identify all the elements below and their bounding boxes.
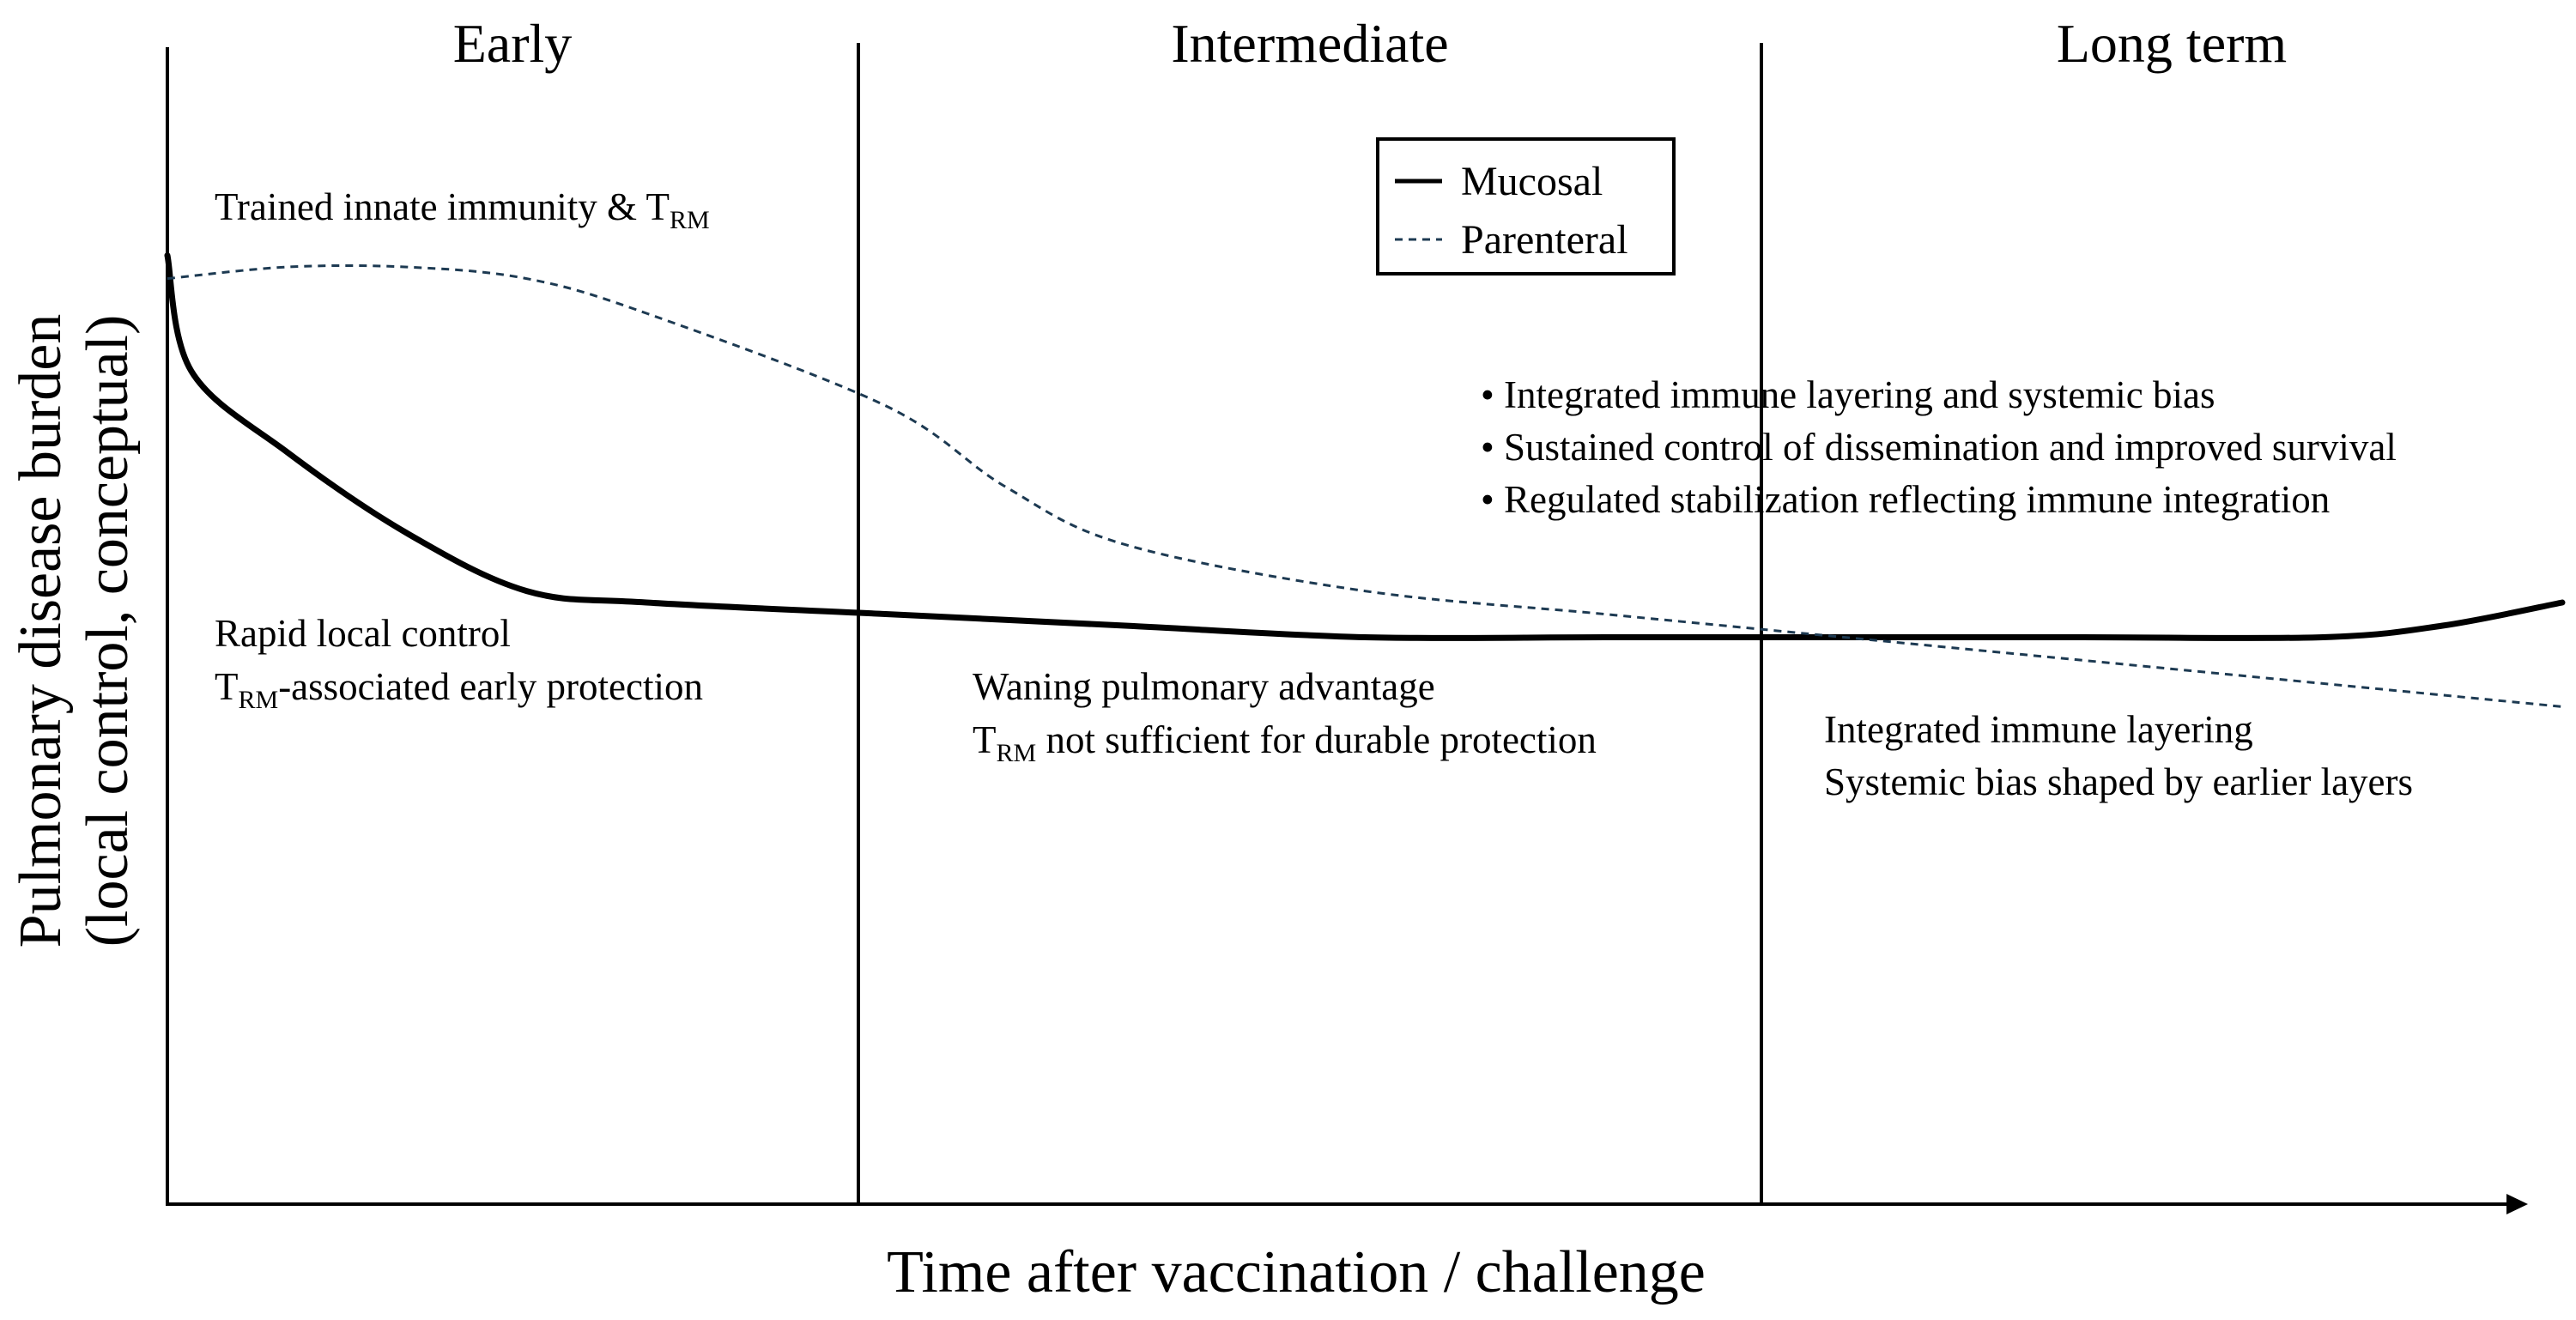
legend-label-parenteral: Parenteral [1461, 217, 1628, 263]
annotation-bullet-1: • Integrated immune layering and systemi… [1481, 373, 2215, 416]
annotation-bullet-3: • Regulated stabilization reflecting imm… [1481, 478, 2330, 521]
annotation-bullet-2: • Sustained control of dissemination and… [1481, 426, 2397, 469]
x-axis-title: Time after vaccination / challenge [887, 1239, 1706, 1305]
annotation-trm-not-sufficient: TRM not sufficient for durable protectio… [973, 718, 1597, 767]
annotation-integrated-layering: Integrated immune layering [1824, 708, 2253, 751]
series-line-parenteral [167, 263, 2563, 708]
legend-box [1376, 137, 1676, 276]
phase-label-long-term: Long term [2057, 13, 2287, 74]
annotation-systemic-bias: Systemic bias shaped by earlier layers [1824, 760, 2413, 803]
annotation-rapid-local-control: Rapid local control [215, 612, 511, 655]
annotation-trained-innate: Trained innate immunity & TRM [215, 185, 710, 234]
phase-label-early: Early [453, 13, 573, 74]
phase-label-intermediate: Intermediate [1171, 13, 1448, 74]
x-axis-arrowhead [2506, 1194, 2528, 1214]
annotation-trm-early-protection: TRM-associated early protection [215, 665, 703, 714]
series-line-mucosal [164, 252, 2566, 641]
y-axis-title-line2: (local control, conceptual) [75, 315, 141, 948]
y-axis-title-line1: Pulmonary disease burden [8, 314, 74, 948]
annotation-waning-advantage: Waning pulmonary advantage [973, 665, 1435, 708]
legend-label-mucosal: Mucosal [1461, 159, 1603, 204]
